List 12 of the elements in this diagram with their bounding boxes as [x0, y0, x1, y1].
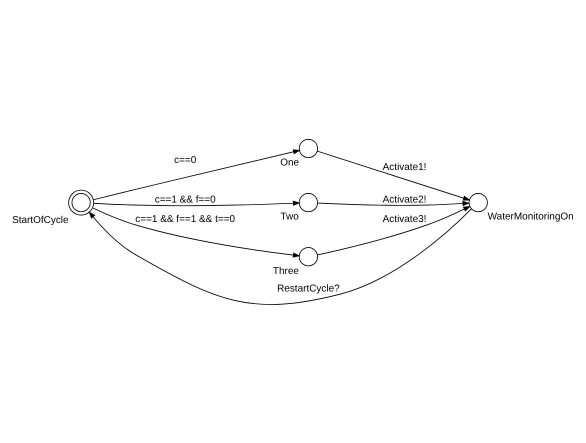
node-label: StartOfCycle	[12, 214, 69, 226]
edge-label: c==1 && f==1 && t==0	[135, 214, 236, 225]
node-label: Two	[280, 211, 299, 222]
edge-label: Activate3!	[382, 214, 426, 225]
edge-label: RestartCycle?	[277, 282, 340, 294]
node-label: Three	[272, 265, 299, 276]
edge-label: Activate1!	[382, 161, 426, 172]
node-label: WaterMonitoringOn	[488, 211, 574, 222]
edge-label: c==0	[174, 154, 196, 166]
edge-label: Activate2!	[382, 194, 426, 205]
edge-label: c==1 && f==0	[154, 194, 216, 205]
node-label: One	[280, 157, 300, 168]
